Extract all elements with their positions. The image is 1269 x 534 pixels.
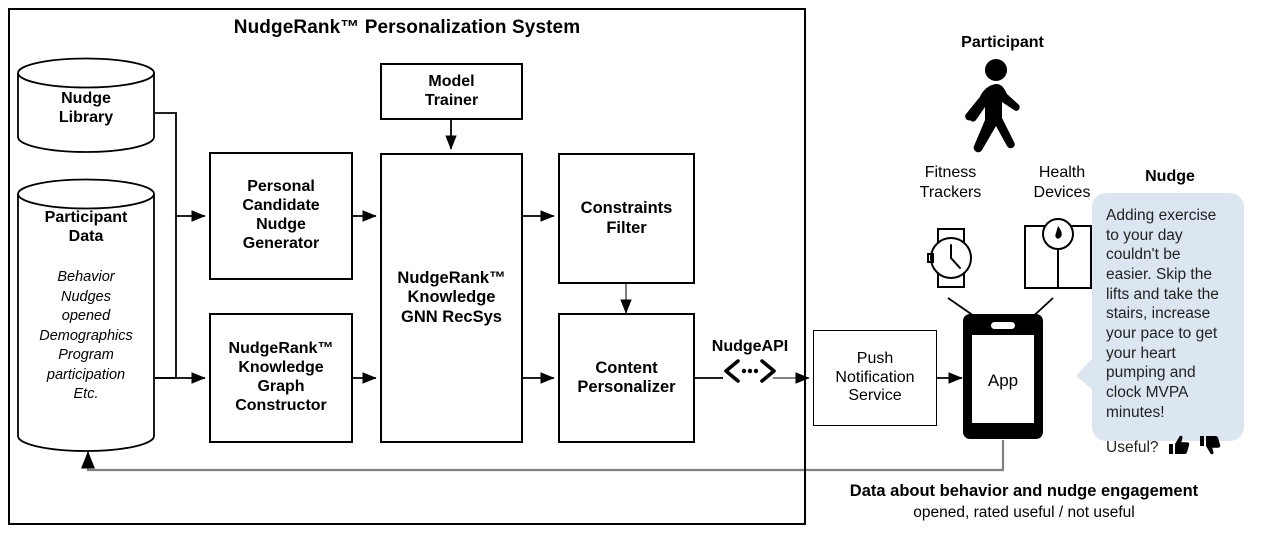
nudge-bubble: Adding exercise to your day couldn't be …: [1092, 193, 1244, 456]
system-boundary: [8, 8, 806, 525]
nudge-message: Adding exercise to your day couldn't be …: [1106, 207, 1219, 421]
participant-label: Participant: [961, 34, 1044, 51]
footer-line-2: opened, rated useful / not useful: [913, 504, 1135, 521]
participant-walking-icon: [952, 58, 1052, 163]
datastore-participant-data: Participant Data Behavior Nudges opened …: [16, 178, 156, 452]
participant-data-detail: Behavior Nudges opened Demographics Prog…: [39, 269, 133, 403]
health-devices-label: Health Devices: [1033, 164, 1091, 201]
module-personal-candidate-nudge-generator[interactable]: Personal Candidate Nudge Generator: [209, 152, 353, 280]
nudge-header: Nudge: [1145, 168, 1195, 185]
footer-line-1: Data about behavior and nudge engagement: [849, 482, 1199, 500]
push-notification-service[interactable]: Push Notification Service: [813, 330, 937, 426]
system-title: NudgeRank™ Personalization System: [233, 17, 581, 38]
phone-app-label: App: [987, 371, 1019, 390]
phone-device[interactable]: App: [962, 313, 1044, 440]
fitness-trackers-label: Fitness Trackers: [919, 164, 982, 201]
module-constraints-filter[interactable]: Constraints Filter: [558, 153, 695, 284]
useful-label: Useful?: [1106, 438, 1159, 456]
module-knowledge-graph-constructor[interactable]: NudgeRank™ Knowledge Graph Constructor: [209, 313, 353, 443]
datastore-nudge-library: Nudge Library: [16, 57, 156, 153]
watch-icon: [920, 218, 982, 298]
module-model-trainer[interactable]: Model Trainer: [380, 63, 523, 120]
thumbs-down-icon[interactable]: [1199, 435, 1221, 460]
nudgeapi-bidirectional-icon: [700, 358, 800, 389]
module-content-personalizer[interactable]: Content Personalizer: [558, 313, 695, 443]
module-gnn-recsys[interactable]: NudgeRank™ Knowledge GNN RecSys: [380, 153, 523, 443]
scale-icon: [1020, 218, 1098, 296]
participant-data-label: Participant Data: [44, 209, 128, 246]
nudge-library-label: Nudge Library: [58, 90, 114, 127]
thumbs-up-icon[interactable]: [1168, 435, 1190, 460]
nudge-feedback-row[interactable]: Useful?: [1106, 435, 1230, 460]
nudgeapi-label: NudgeAPI: [711, 338, 789, 355]
